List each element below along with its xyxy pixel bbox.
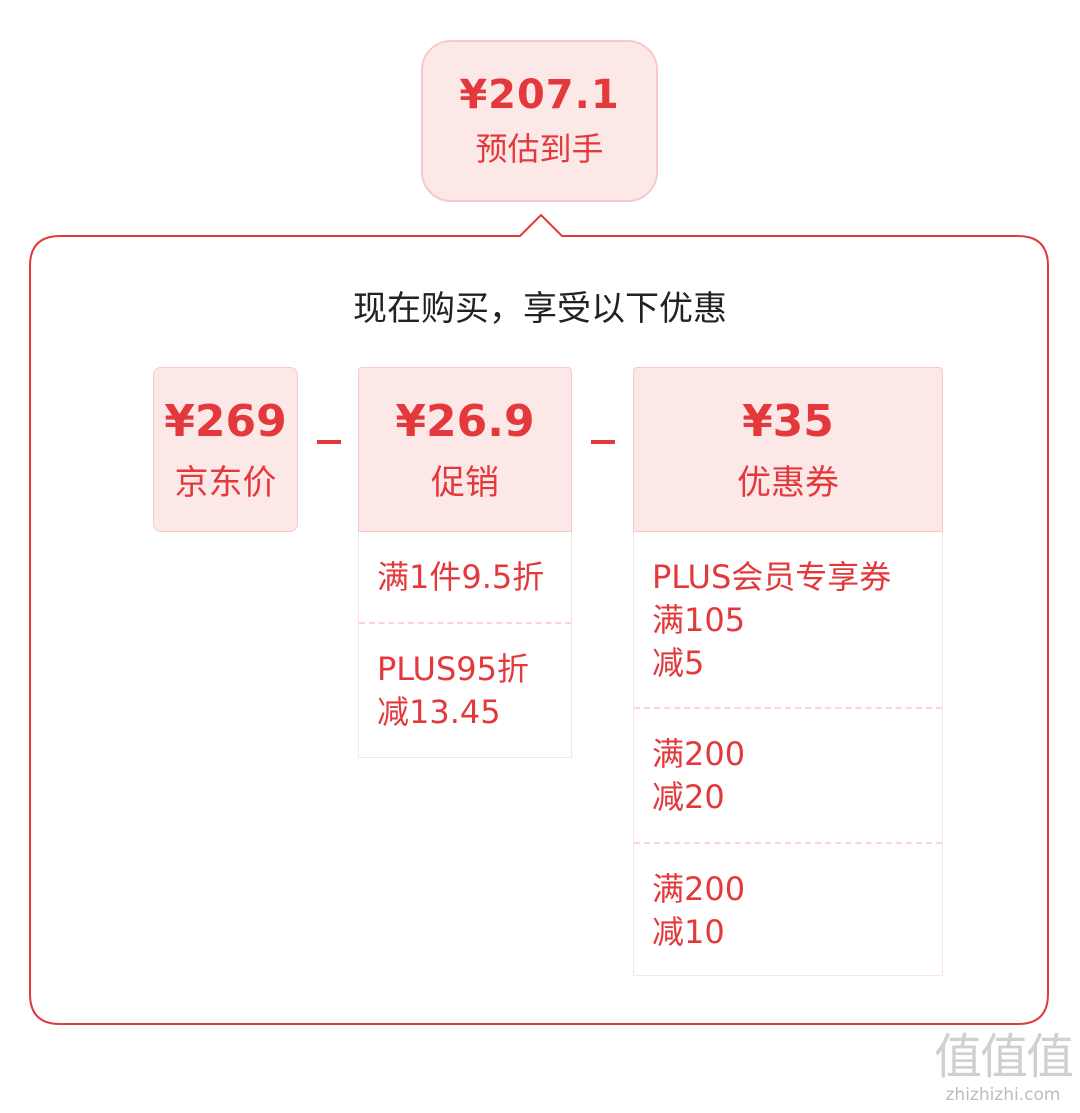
promotion-label: 促销	[431, 462, 499, 503]
jd-price-card: ¥269 京东价	[153, 367, 298, 532]
minus-operator	[317, 440, 341, 444]
coupon-amount: ¥35	[742, 395, 834, 447]
discount-heading: 现在购买，享受以下优惠	[353, 289, 727, 329]
coupon-label: 优惠券	[737, 462, 839, 503]
jd-price: ¥269	[164, 395, 287, 447]
coupon-card: ¥35 优惠券	[633, 367, 943, 532]
promotion-list: 满1件9.5折 PLUS95折 减13.45	[358, 532, 572, 758]
coupon-item: 满200 减20	[634, 709, 942, 844]
coupon-item: PLUS会员专享券 满105 减5	[634, 532, 942, 709]
coupon-item: 满200 减10	[652, 870, 746, 951]
coupon-list: PLUS会员专享券 满105 减5 满200 减20 满200 减10	[633, 532, 943, 976]
estimated-price-box: ¥207.1 预估到手	[421, 40, 658, 202]
estimated-price: ¥207.1	[459, 72, 620, 118]
estimated-price-label: 预估到手	[475, 130, 604, 168]
jd-price-label: 京东价	[174, 462, 277, 503]
site-watermark: 值值值 zhizhizhi.com	[930, 1030, 1076, 1110]
promotion-item: 满1件9.5折	[359, 532, 571, 624]
watermark-text: zhizhizhi.com	[945, 1085, 1061, 1105]
promotion-amount: ¥26.9	[395, 395, 535, 447]
promotion-item: PLUS95折 减13.45	[377, 650, 529, 731]
promotion-card: ¥26.9 促销	[358, 367, 572, 532]
minus-operator	[591, 440, 615, 444]
watermark-logo: 值值值	[933, 1029, 1074, 1085]
